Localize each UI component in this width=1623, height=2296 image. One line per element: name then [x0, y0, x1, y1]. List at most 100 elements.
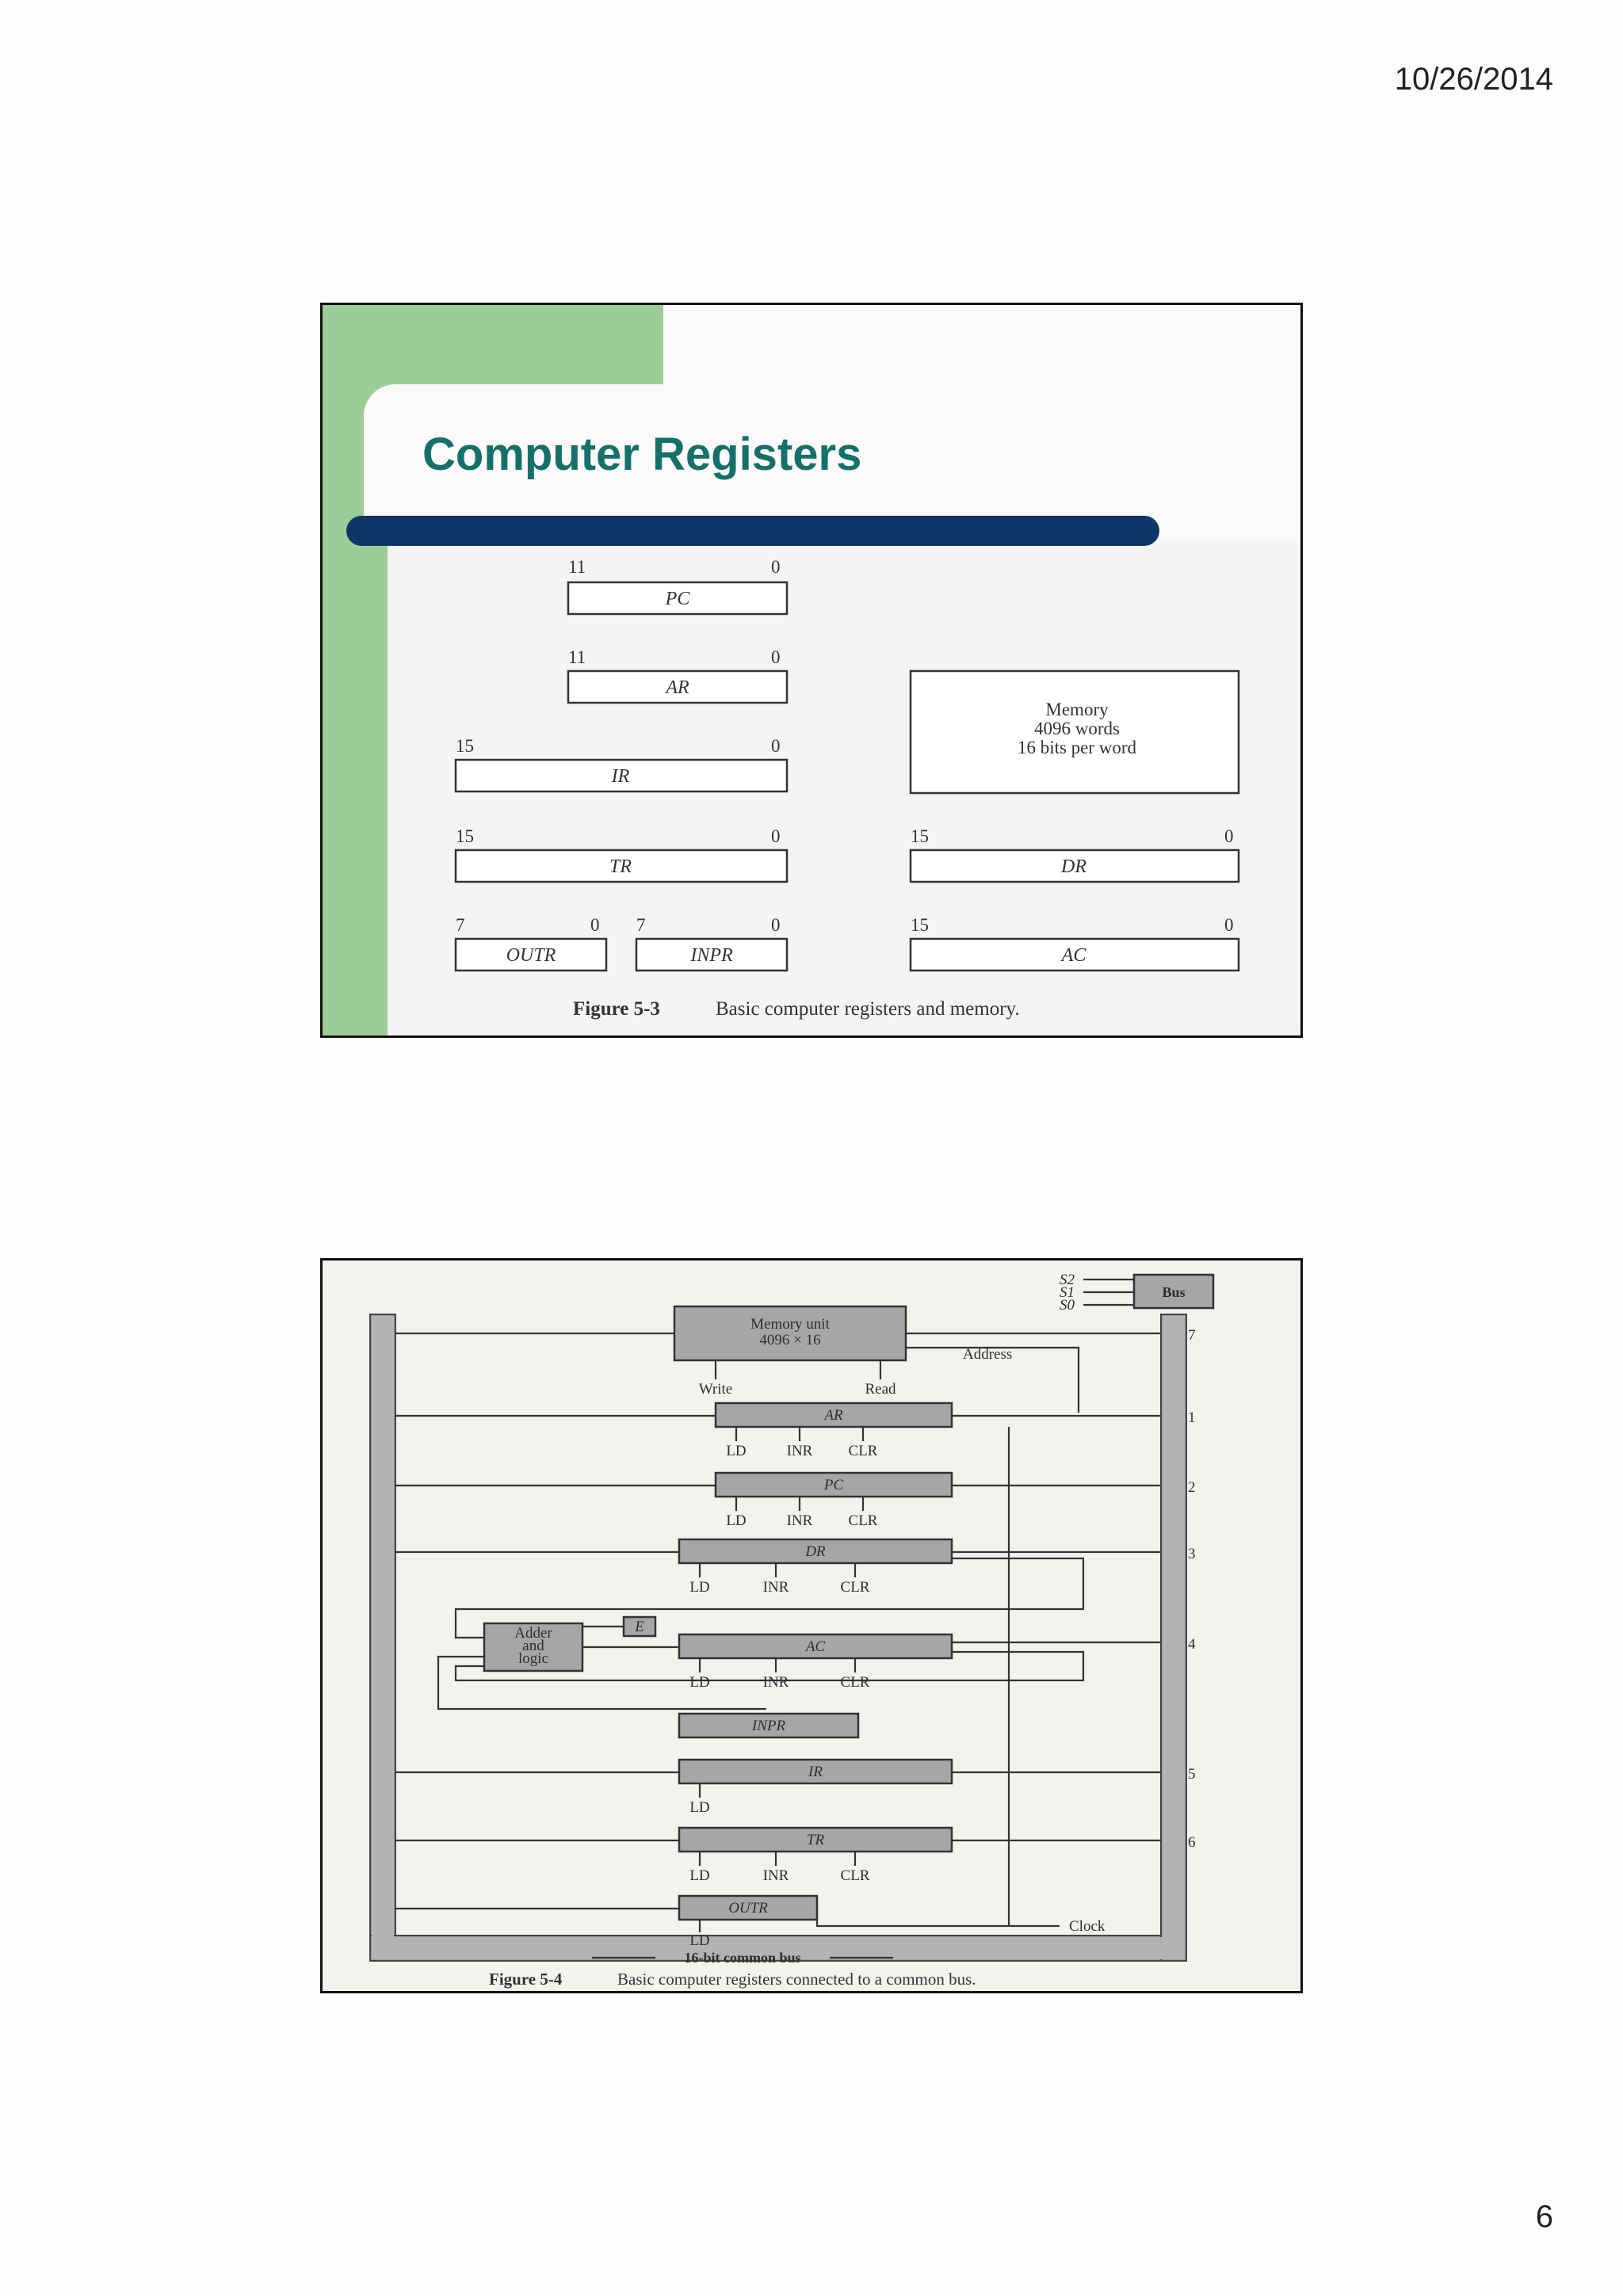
address-wire [906, 1346, 1080, 1413]
ac-label: AC [804, 1638, 826, 1655]
bus-number-6: 6 [1188, 1834, 1196, 1851]
bus-number-2: 2 [1188, 1479, 1196, 1496]
ac-label: AC [1060, 945, 1087, 966]
inpr-low-bit: 0 [771, 915, 781, 935]
ar-label: AR [664, 677, 689, 698]
ar-inr: INR [787, 1443, 813, 1459]
tr-low-bit: 0 [771, 826, 781, 846]
pc-label: PC [665, 589, 691, 609]
bus-number-1: 1 [1188, 1409, 1196, 1426]
tr-ld: LD [689, 1867, 709, 1884]
bus-right-fill [1163, 1316, 1185, 1959]
green-side-strip [364, 543, 388, 1035]
inpr-high-bit: 7 [636, 915, 646, 935]
inpr-label: INPR [689, 945, 733, 966]
ar-label: AR [823, 1407, 843, 1424]
dr-clr: CLR [841, 1579, 870, 1596]
bus-number-7: 7 [1188, 1327, 1196, 1344]
ir-register [454, 758, 789, 793]
dr-register [909, 849, 1240, 883]
ac-high-bit: 15 [911, 915, 929, 935]
ac-inr: INR [763, 1674, 789, 1691]
inpr-register [635, 937, 789, 972]
bus-select-box [1132, 1273, 1215, 1310]
write-label: Write [699, 1381, 733, 1398]
adder-line-1: Adder [514, 1625, 552, 1642]
ac-ld: LD [689, 1674, 709, 1691]
outr-label: OUTR [728, 1900, 768, 1917]
clock-feed-wire [815, 1915, 1060, 1928]
tr-register [678, 1826, 953, 1853]
dr-inr: INR [763, 1579, 789, 1596]
memory-line-3: 16 bits per word [1018, 738, 1137, 757]
e-flag-label: E [634, 1619, 644, 1635]
pc-clr: CLR [849, 1512, 878, 1529]
select-line-s2: S2 [1060, 1272, 1075, 1288]
inpr-label: INPR [751, 1718, 786, 1734]
bus-left-fill [372, 1316, 394, 1959]
pc-high-bit: 11 [568, 557, 586, 577]
common-bus-diagram: S2 S1 S0 Bus Memory unit 4096 × 16 7 Add… [323, 1261, 1300, 1991]
scan-background [323, 1261, 1300, 1991]
bus-number-5: 5 [1188, 1766, 1196, 1783]
pc-inr: INR [787, 1512, 813, 1529]
bus-label: 16-bit common bus [684, 1950, 800, 1966]
tr-label: TR [807, 1832, 825, 1848]
figure-5-4-caption: Basic computer registers connected to a … [617, 1970, 976, 1989]
dr-ld: LD [689, 1579, 709, 1596]
outr-label: OUTR [506, 945, 556, 966]
memory-unit-line-1: Memory unit [750, 1316, 830, 1333]
memory-line-2: 4096 words [1034, 719, 1120, 738]
dr-low-bit: 0 [1224, 826, 1234, 846]
slide-title: Computer Registers [422, 429, 861, 480]
clock-label: Clock [1069, 1918, 1106, 1935]
ir-low-bit: 0 [771, 736, 781, 756]
dr-to-adder-wire [454, 1557, 1085, 1639]
address-label: Address [963, 1346, 1012, 1363]
slide-computer-registers: Computer Registers 11 0 PC 11 0 AR 15 0 … [320, 303, 1303, 1038]
memory-line-1: Memory [1045, 700, 1109, 719]
tr-high-bit: 15 [456, 826, 474, 846]
ac-register [678, 1633, 953, 1660]
tr-register [454, 849, 789, 883]
figure-5-3-number: Figure 5-3 [573, 998, 660, 1020]
ac-low-bit: 0 [1224, 915, 1234, 935]
tr-clr: CLR [841, 1867, 870, 1884]
inpr-register [678, 1712, 860, 1739]
ar-high-bit: 11 [568, 647, 586, 667]
dr-label: DR [1060, 856, 1086, 877]
adder-line-2: and [522, 1638, 544, 1654]
ac-feedback-wire [454, 1650, 1085, 1682]
outr-low-bit: 0 [590, 915, 600, 935]
select-line-s1: S1 [1060, 1284, 1075, 1301]
bus-number-4: 4 [1188, 1636, 1196, 1653]
figure-5-4-number: Figure 5-4 [489, 1970, 563, 1989]
ir-ld: LD [689, 1799, 709, 1816]
outr-high-bit: 7 [456, 915, 465, 935]
slide-common-bus-diagram: S2 S1 S0 Bus Memory unit 4096 × 16 7 Add… [320, 1258, 1303, 1993]
memory-block [909, 669, 1240, 795]
outr-ld: LD [689, 1932, 709, 1949]
ac-register [909, 937, 1240, 972]
dr-register [678, 1538, 953, 1565]
memory-unit-line-2: 4096 × 16 [759, 1332, 820, 1348]
e-flag-box [622, 1615, 657, 1638]
ir-label: IR [611, 766, 630, 787]
bus-bottom-fill [372, 1937, 1185, 1959]
register-diagram: Computer Registers 11 0 PC 11 0 AR 15 0 … [323, 305, 1300, 1035]
adder-logic-unit [483, 1622, 584, 1672]
header-date: 10/26/2014 [1394, 62, 1553, 97]
adder-line-3: logic [518, 1650, 548, 1667]
tr-inr: INR [763, 1867, 789, 1884]
ir-high-bit: 15 [456, 736, 474, 756]
pc-ld: LD [726, 1512, 746, 1529]
title-underline-bar [346, 516, 1159, 546]
ar-ld: LD [726, 1443, 746, 1459]
ar-register [567, 669, 789, 704]
ir-register [678, 1758, 953, 1785]
pc-register [567, 581, 789, 616]
outr-register [454, 937, 608, 972]
dr-label: DR [804, 1543, 826, 1560]
ar-clr: CLR [849, 1443, 878, 1459]
bus-select-label: Bus [1162, 1284, 1185, 1300]
